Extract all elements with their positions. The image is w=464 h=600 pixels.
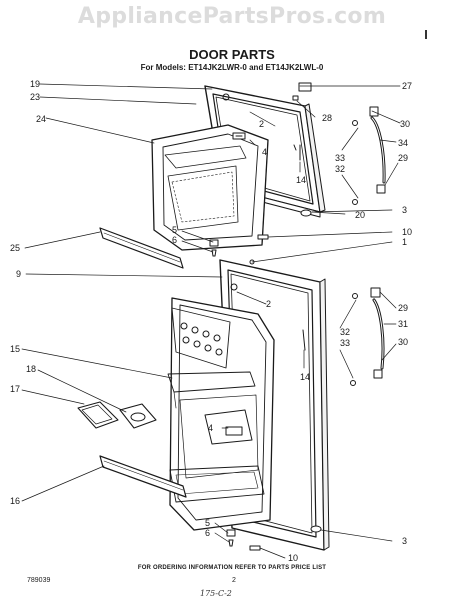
callout-10-upper: 10 (402, 227, 412, 237)
callout-29-upper: 29 (398, 153, 408, 163)
callout-31: 31 (398, 319, 408, 329)
ordering-info-note: FOR ORDERING INFORMATION REFER TO PARTS … (137, 565, 327, 571)
callout-2-upper: 2 (259, 119, 264, 129)
callout-33-lower: 33 (340, 338, 350, 348)
callout-9: 9 (16, 269, 21, 279)
callout-4-upper: 4 (262, 147, 267, 157)
document-number: 789039 (27, 577, 51, 584)
leader-lines (21, 83, 401, 559)
model-subtitle: For Models: ET14JK2LWR-0 and ET14JK2LWL-… (140, 63, 324, 72)
callout-4-lower: 4 (208, 423, 213, 433)
callout-labels: 19 23 24 2 4 27 28 30 34 33 32 29 14 20 … (10, 79, 412, 563)
callout-6-lower: 6 (205, 528, 210, 538)
callout-5-upper: 5 (172, 225, 177, 235)
callout-24: 24 (36, 114, 46, 124)
page-number: 2 (232, 577, 236, 584)
callout-14-lower: 14 (300, 372, 310, 382)
callout-20: 20 (355, 210, 365, 220)
callout-34: 34 (398, 138, 408, 148)
callout-2-lower: 2 (266, 299, 271, 309)
callout-27: 27 (402, 81, 412, 91)
page-title: DOOR PARTS (189, 47, 275, 62)
watermark: AppliancePartsPros.com (77, 4, 387, 29)
callout-32-upper: 32 (335, 164, 345, 174)
dairy-cover (119, 403, 157, 429)
butter-compartment (204, 409, 253, 445)
door-bin (77, 401, 119, 429)
callout-1: 1 (402, 237, 407, 247)
callout-29-lower: 29 (398, 303, 408, 313)
callout-3-lower: 3 (402, 536, 407, 546)
fresh-food-door-screw-hole (230, 283, 238, 291)
lower-hinge-assembly (302, 287, 385, 533)
callout-32-lower: 32 (340, 327, 350, 337)
callout-17: 17 (10, 384, 20, 394)
lower-hinge-pin (226, 529, 261, 551)
upper-hinge-pin (209, 239, 219, 257)
callout-18: 18 (26, 364, 36, 374)
freezer-latch-block (232, 132, 246, 140)
callout-5-lower: 5 (205, 518, 210, 528)
callout-30-upper: 30 (400, 119, 410, 129)
callout-14-upper: 14 (296, 175, 306, 185)
callout-10-lower: 10 (288, 553, 298, 563)
fresh-food-handle-trim (99, 455, 187, 498)
callout-33-upper: 33 (335, 153, 345, 163)
freezer-inner-liner (151, 124, 269, 251)
corner-mark (425, 30, 427, 39)
freezer-handle-trim (99, 227, 184, 269)
callout-3-upper: 3 (402, 205, 407, 215)
callout-19: 19 (30, 79, 40, 89)
callout-6-upper: 6 (172, 235, 177, 245)
callout-15: 15 (10, 344, 20, 354)
callout-25: 25 (10, 243, 20, 253)
callout-28: 28 (322, 113, 332, 123)
callout-30-lower: 30 (398, 337, 408, 347)
callout-16: 16 (10, 496, 20, 506)
callout-23: 23 (30, 92, 40, 102)
handwritten-note: 175-C-2 (200, 589, 232, 598)
